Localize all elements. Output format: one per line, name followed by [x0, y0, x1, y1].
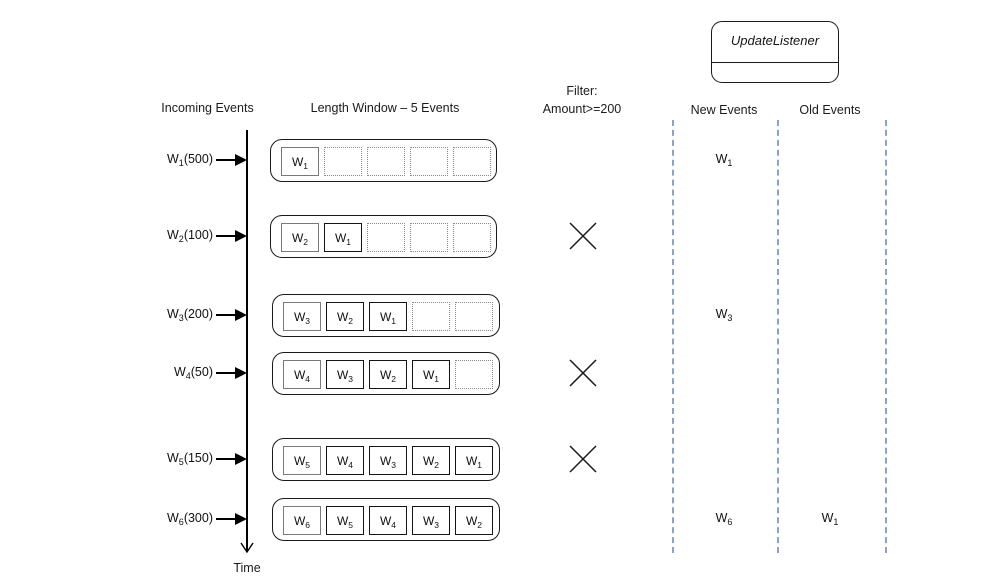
incoming-event-arrow-line [216, 372, 237, 374]
new-event-value: W6 [715, 511, 733, 527]
window-slot-empty [367, 147, 405, 176]
incoming-event-arrow-line [216, 159, 237, 161]
update-listener-divider [712, 62, 838, 63]
window-slot-empty [453, 223, 491, 252]
header-length-window: Length Window – 5 Events [310, 101, 460, 115]
window-slot-filled: W1 [369, 302, 407, 331]
timeline-arrow-icon [239, 540, 255, 556]
incoming-event-arrow-line [216, 518, 237, 520]
lifeline-old-events-right [885, 120, 887, 553]
window-slot-empty [324, 147, 362, 176]
lifeline-new-events-left [672, 120, 674, 553]
incoming-event-arrow-icon [235, 154, 247, 166]
window-slot-filled: W3 [412, 506, 450, 535]
window-slot-filled: W1 [281, 147, 319, 176]
incoming-event-arrow-line [216, 458, 237, 460]
header-old-events: Old Events [799, 103, 861, 117]
window-slot-filled: W4 [326, 446, 364, 475]
timeline-axis [246, 130, 248, 552]
header-new-events: New Events [690, 103, 758, 117]
timeline-label: Time [233, 561, 261, 575]
window-slot-filled: W2 [281, 223, 319, 252]
incoming-event-arrow-line [216, 235, 237, 237]
incoming-event-arrow-icon [235, 453, 247, 465]
update-listener-title: UpdateListener [730, 33, 820, 48]
filter-reject-x-icon [568, 444, 598, 474]
incoming-event-label: W1(500) [166, 152, 213, 168]
window-slot-filled: W4 [283, 360, 321, 389]
window-slot-empty [410, 223, 448, 252]
window-slot-filled: W3 [283, 302, 321, 331]
incoming-event-arrow-icon [235, 367, 247, 379]
window-slot-empty [455, 360, 493, 389]
window-slot-filled: W2 [412, 446, 450, 475]
update-listener-box: UpdateListener [711, 21, 839, 83]
old-event-value: W1 [821, 511, 839, 527]
incoming-event-label: W2(100) [166, 228, 213, 244]
incoming-event-label: W3(200) [166, 307, 213, 323]
filter-reject-x-icon [568, 221, 598, 251]
window-slot-empty [453, 147, 491, 176]
incoming-event-arrow-icon [235, 513, 247, 525]
header-filter-line2: Amount>=200 [542, 102, 622, 116]
header-filter-line1: Filter: [566, 84, 598, 98]
incoming-event-arrow-icon [235, 230, 247, 242]
window-slot-filled: W2 [326, 302, 364, 331]
incoming-event-label: W4(50) [173, 365, 213, 381]
window-slot-filled: W5 [326, 506, 364, 535]
lifeline-new-events-right [777, 120, 779, 553]
window-slot-empty [410, 147, 448, 176]
window-slot-filled: W1 [412, 360, 450, 389]
incoming-event-arrow-line [216, 314, 237, 316]
window-slot-filled: W1 [324, 223, 362, 252]
window-slot-filled: W2 [369, 360, 407, 389]
filter-reject-x-icon [568, 358, 598, 388]
length-window-capsule: W1 [270, 139, 497, 182]
window-slot-filled: W3 [369, 446, 407, 475]
incoming-event-label: W5(150) [166, 451, 213, 467]
window-slot-empty [455, 302, 493, 331]
window-slot-filled: W3 [326, 360, 364, 389]
window-slot-empty [412, 302, 450, 331]
header-incoming-events: Incoming Events [161, 101, 254, 115]
new-event-value: W1 [715, 152, 733, 168]
window-slot-filled: W5 [283, 446, 321, 475]
window-slot-empty [367, 223, 405, 252]
incoming-event-arrow-icon [235, 309, 247, 321]
window-slot-filled: W2 [455, 506, 493, 535]
window-slot-filled: W4 [369, 506, 407, 535]
incoming-event-label: W6(300) [166, 511, 213, 527]
window-slot-filled: W6 [283, 506, 321, 535]
new-event-value: W3 [715, 307, 733, 323]
window-slot-filled: W1 [455, 446, 493, 475]
